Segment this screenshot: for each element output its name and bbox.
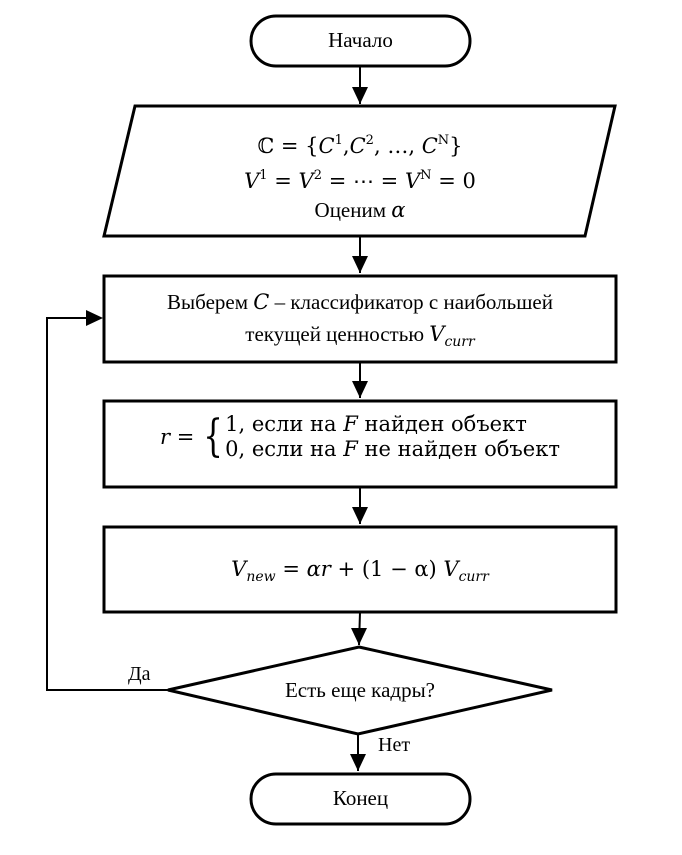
sup: 2 — [365, 133, 374, 148]
arrowhead — [351, 628, 367, 645]
end-text: Конец — [332, 786, 389, 810]
one-minus-alpha: (1 − α) — [361, 557, 437, 581]
text: – классификатор с наибольшей — [274, 290, 553, 314]
reward-formula: r = { 1, если на F найден объект 0, если… — [104, 412, 616, 462]
sup: 2 — [313, 168, 322, 183]
equals-sign: = — [380, 169, 399, 193]
zero: 0 — [462, 169, 476, 193]
comma: , — [373, 134, 381, 158]
var-c: C — [253, 290, 270, 314]
equals-sign: = — [280, 134, 299, 158]
start-text: Начало — [328, 28, 393, 52]
cases-brace: { — [203, 411, 223, 463]
alpha-r: αr — [306, 557, 331, 581]
update-value-box — [102, 525, 618, 614]
input-parallelogram — [102, 104, 617, 238]
var-v: V — [429, 322, 445, 346]
var-f: F — [343, 437, 358, 462]
select-classifier-text: Выберем C – классификатор с наибольшей т… — [104, 286, 616, 358]
cases: 1, если на F найден объект 0, если на F … — [225, 412, 560, 462]
text: Выберем — [167, 290, 249, 314]
sub-new: new — [246, 569, 276, 585]
equals-sign: = — [328, 169, 347, 193]
decision-text: Есть еще кадры? — [284, 678, 436, 702]
arrowhead — [352, 87, 368, 104]
var-v: V — [443, 557, 459, 581]
estimate-text: Оценим — [314, 198, 387, 222]
end-terminator — [249, 772, 472, 826]
equals-sign: = — [438, 169, 456, 193]
ellipsis: … — [387, 134, 409, 158]
case-value: 0, — [225, 437, 246, 462]
sup: 1 — [259, 168, 268, 183]
var-v: V — [404, 169, 421, 193]
var-v: V — [244, 169, 260, 193]
sub-curr: curr — [458, 569, 489, 585]
case-value: 1, — [225, 412, 246, 436]
edge-label-no: Нет — [378, 734, 411, 756]
var-v: V — [231, 557, 247, 581]
equals-sign: = — [274, 169, 292, 193]
decision-label: Есть еще кадры? — [168, 677, 552, 703]
reward-expression: r = { 1, если на F найден объект 0, если… — [160, 412, 560, 462]
close-brace: } — [449, 134, 463, 158]
var-f: F — [343, 412, 358, 436]
update-formula: Vnew = αr + (1 − α) Vcurr — [104, 556, 616, 587]
estimate-alpha-line: Оценим α — [120, 196, 600, 225]
text: если на — [251, 412, 337, 436]
open-brace: { — [305, 134, 319, 158]
values-init-line: V1 = V2 = ⋯ = VN = 0 — [120, 161, 600, 196]
var-c: C — [421, 134, 438, 158]
start-label: Начало — [251, 27, 470, 53]
var-r: r — [160, 425, 171, 450]
var-c: C — [318, 134, 335, 158]
arrowhead — [350, 754, 366, 771]
arrowhead — [352, 256, 368, 273]
var-v: V — [298, 169, 314, 193]
select-line-2: текущей ценностью Vcurr — [104, 318, 616, 358]
sup: 1 — [334, 133, 343, 148]
equals-sign: = — [176, 425, 195, 450]
arrowhead — [352, 507, 368, 524]
edge-decision-yes-loop — [46, 317, 168, 691]
text: не найден объект — [364, 437, 560, 462]
arrowhead — [86, 310, 103, 326]
alpha: α — [391, 198, 406, 222]
text: найден объект — [364, 412, 527, 436]
edge-label-yes: Да — [128, 663, 151, 685]
case-found: 1, если на F найден объект — [225, 412, 560, 437]
text: если на — [251, 437, 337, 462]
var-c: C — [349, 134, 366, 158]
sup: N — [437, 133, 450, 148]
set-symbol: ℂ — [257, 134, 275, 158]
sub-curr: curr — [444, 334, 475, 350]
equals-sign: = — [282, 557, 300, 581]
input-text: ℂ = {C1,C2, …, CN} V1 = V2 = ⋯ = VN = 0 … — [120, 126, 600, 225]
arrowhead — [352, 381, 368, 398]
select-line-1: Выберем C – классификатор с наибольшей — [104, 286, 616, 318]
sup: N — [420, 168, 432, 183]
cdots: ⋯ — [352, 169, 374, 193]
classifier-set-line: ℂ = {C1,C2, …, CN} — [120, 126, 600, 161]
plus-sign: + — [337, 557, 356, 581]
comma: , — [342, 134, 350, 158]
case-not-found: 0, если на F не найден объект — [225, 437, 560, 462]
comma: , — [408, 134, 416, 158]
text: текущей ценностью — [245, 322, 425, 346]
end-label: Конец — [251, 785, 470, 811]
